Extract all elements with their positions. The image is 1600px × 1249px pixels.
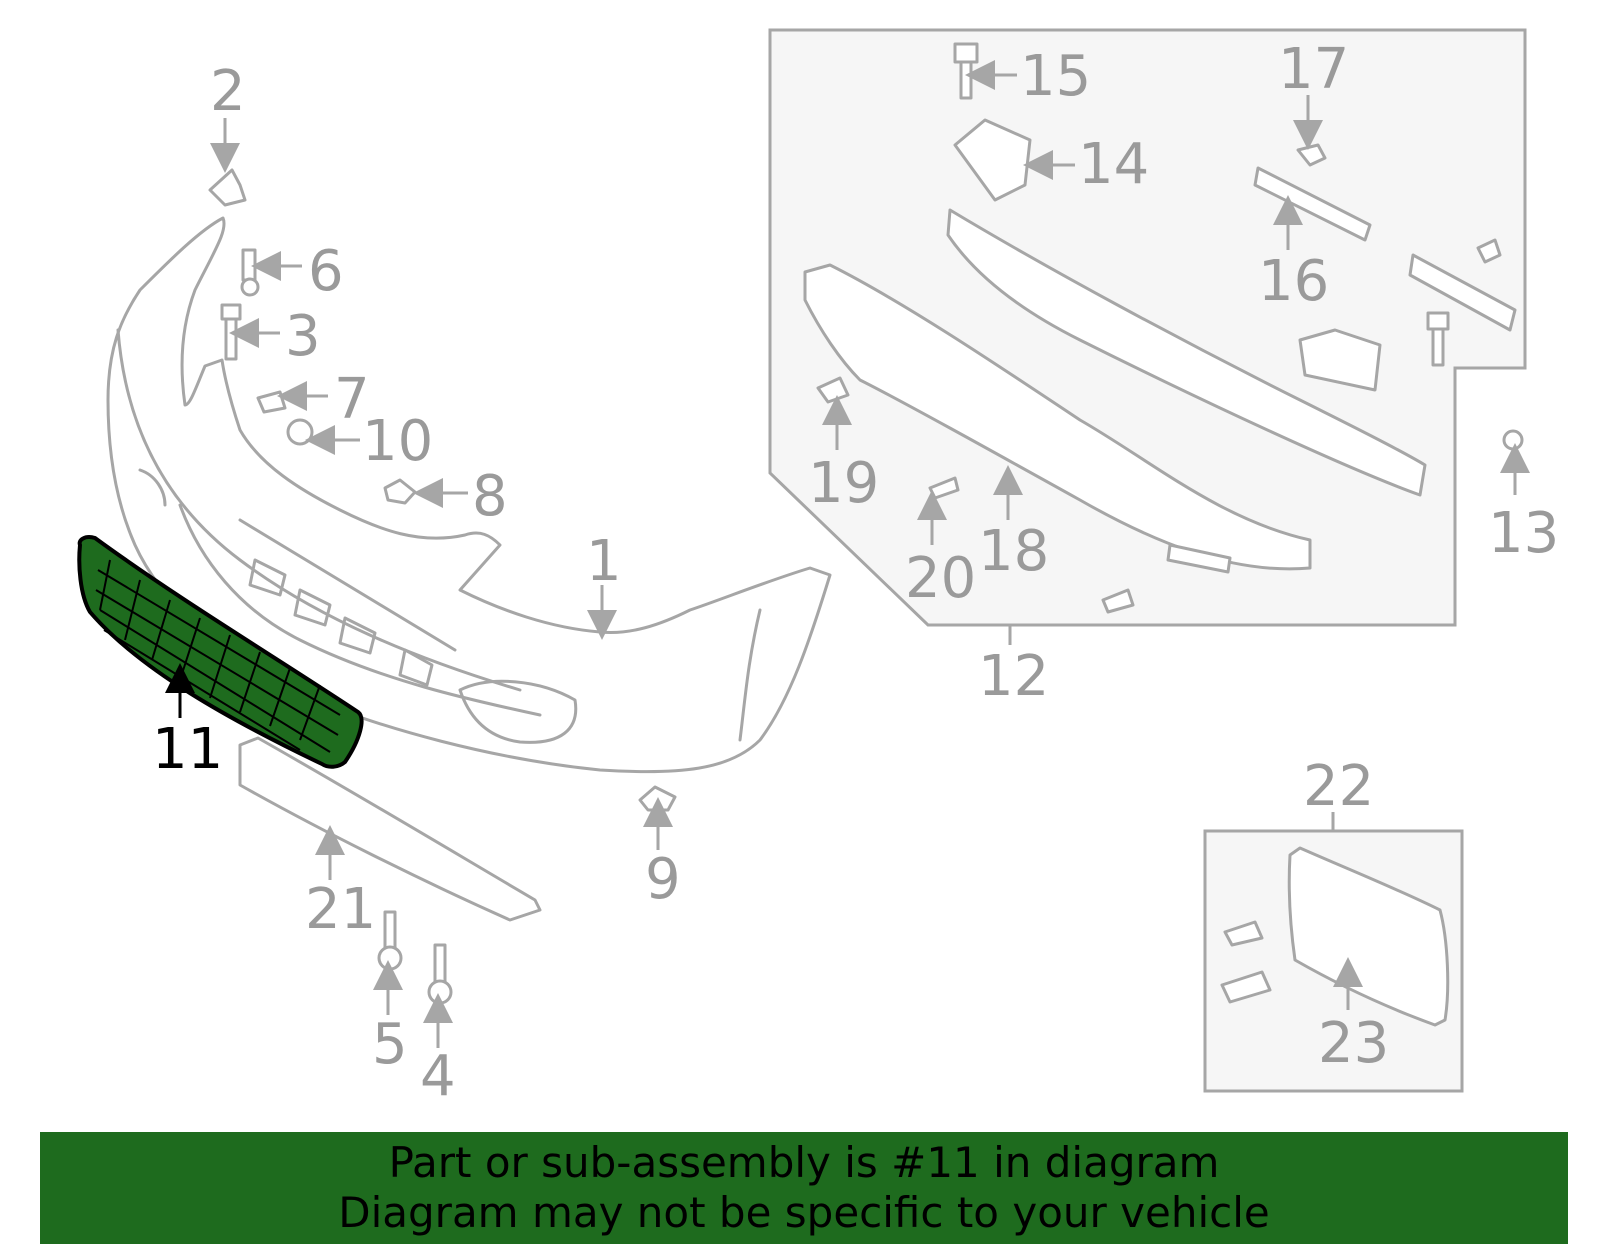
lower-deflector <box>238 736 542 922</box>
label-12: 12 <box>978 644 1049 709</box>
label-9: 9 <box>645 847 681 912</box>
label-3: 3 <box>285 304 321 369</box>
banner-line-disclaimer: Diagram may not be specific to your vehi… <box>338 1188 1270 1237</box>
label-22: 22 <box>1303 754 1374 819</box>
label-1: 1 <box>586 529 622 594</box>
banner-line-part: Part or sub-assembly is #11 in diagram <box>388 1138 1220 1187</box>
label-16: 16 <box>1258 249 1329 314</box>
label-4: 4 <box>420 1044 456 1109</box>
label-8: 8 <box>472 464 508 529</box>
label-14: 14 <box>1078 132 1149 197</box>
label-10: 10 <box>362 409 433 474</box>
label-15: 15 <box>1020 44 1091 109</box>
leader-lines <box>165 60 1530 1048</box>
label-13: 13 <box>1488 501 1559 566</box>
label-23: 23 <box>1318 1011 1389 1076</box>
info-banner: Part or sub-assembly is #11 in diagram D… <box>40 1132 1568 1244</box>
label-2: 2 <box>210 59 246 124</box>
license-plate-bracket <box>1287 846 1450 1027</box>
label-21: 21 <box>305 877 376 942</box>
label-5: 5 <box>372 1012 408 1077</box>
label-7: 7 <box>334 367 370 432</box>
label-19: 19 <box>808 451 879 516</box>
label-11: 11 <box>152 717 223 782</box>
bumper-cover <box>106 216 832 774</box>
part-labels: 1 2 3 4 5 6 7 8 9 10 11 12 13 14 15 16 1… <box>152 37 1559 1109</box>
lower-grille-part-11 <box>77 535 364 769</box>
label-20: 20 <box>905 546 976 611</box>
label-6: 6 <box>308 239 344 304</box>
reinforcement-bars <box>803 166 1517 574</box>
fasteners <box>208 42 1524 1005</box>
label-18: 18 <box>978 519 1049 584</box>
label-17: 17 <box>1278 37 1349 102</box>
